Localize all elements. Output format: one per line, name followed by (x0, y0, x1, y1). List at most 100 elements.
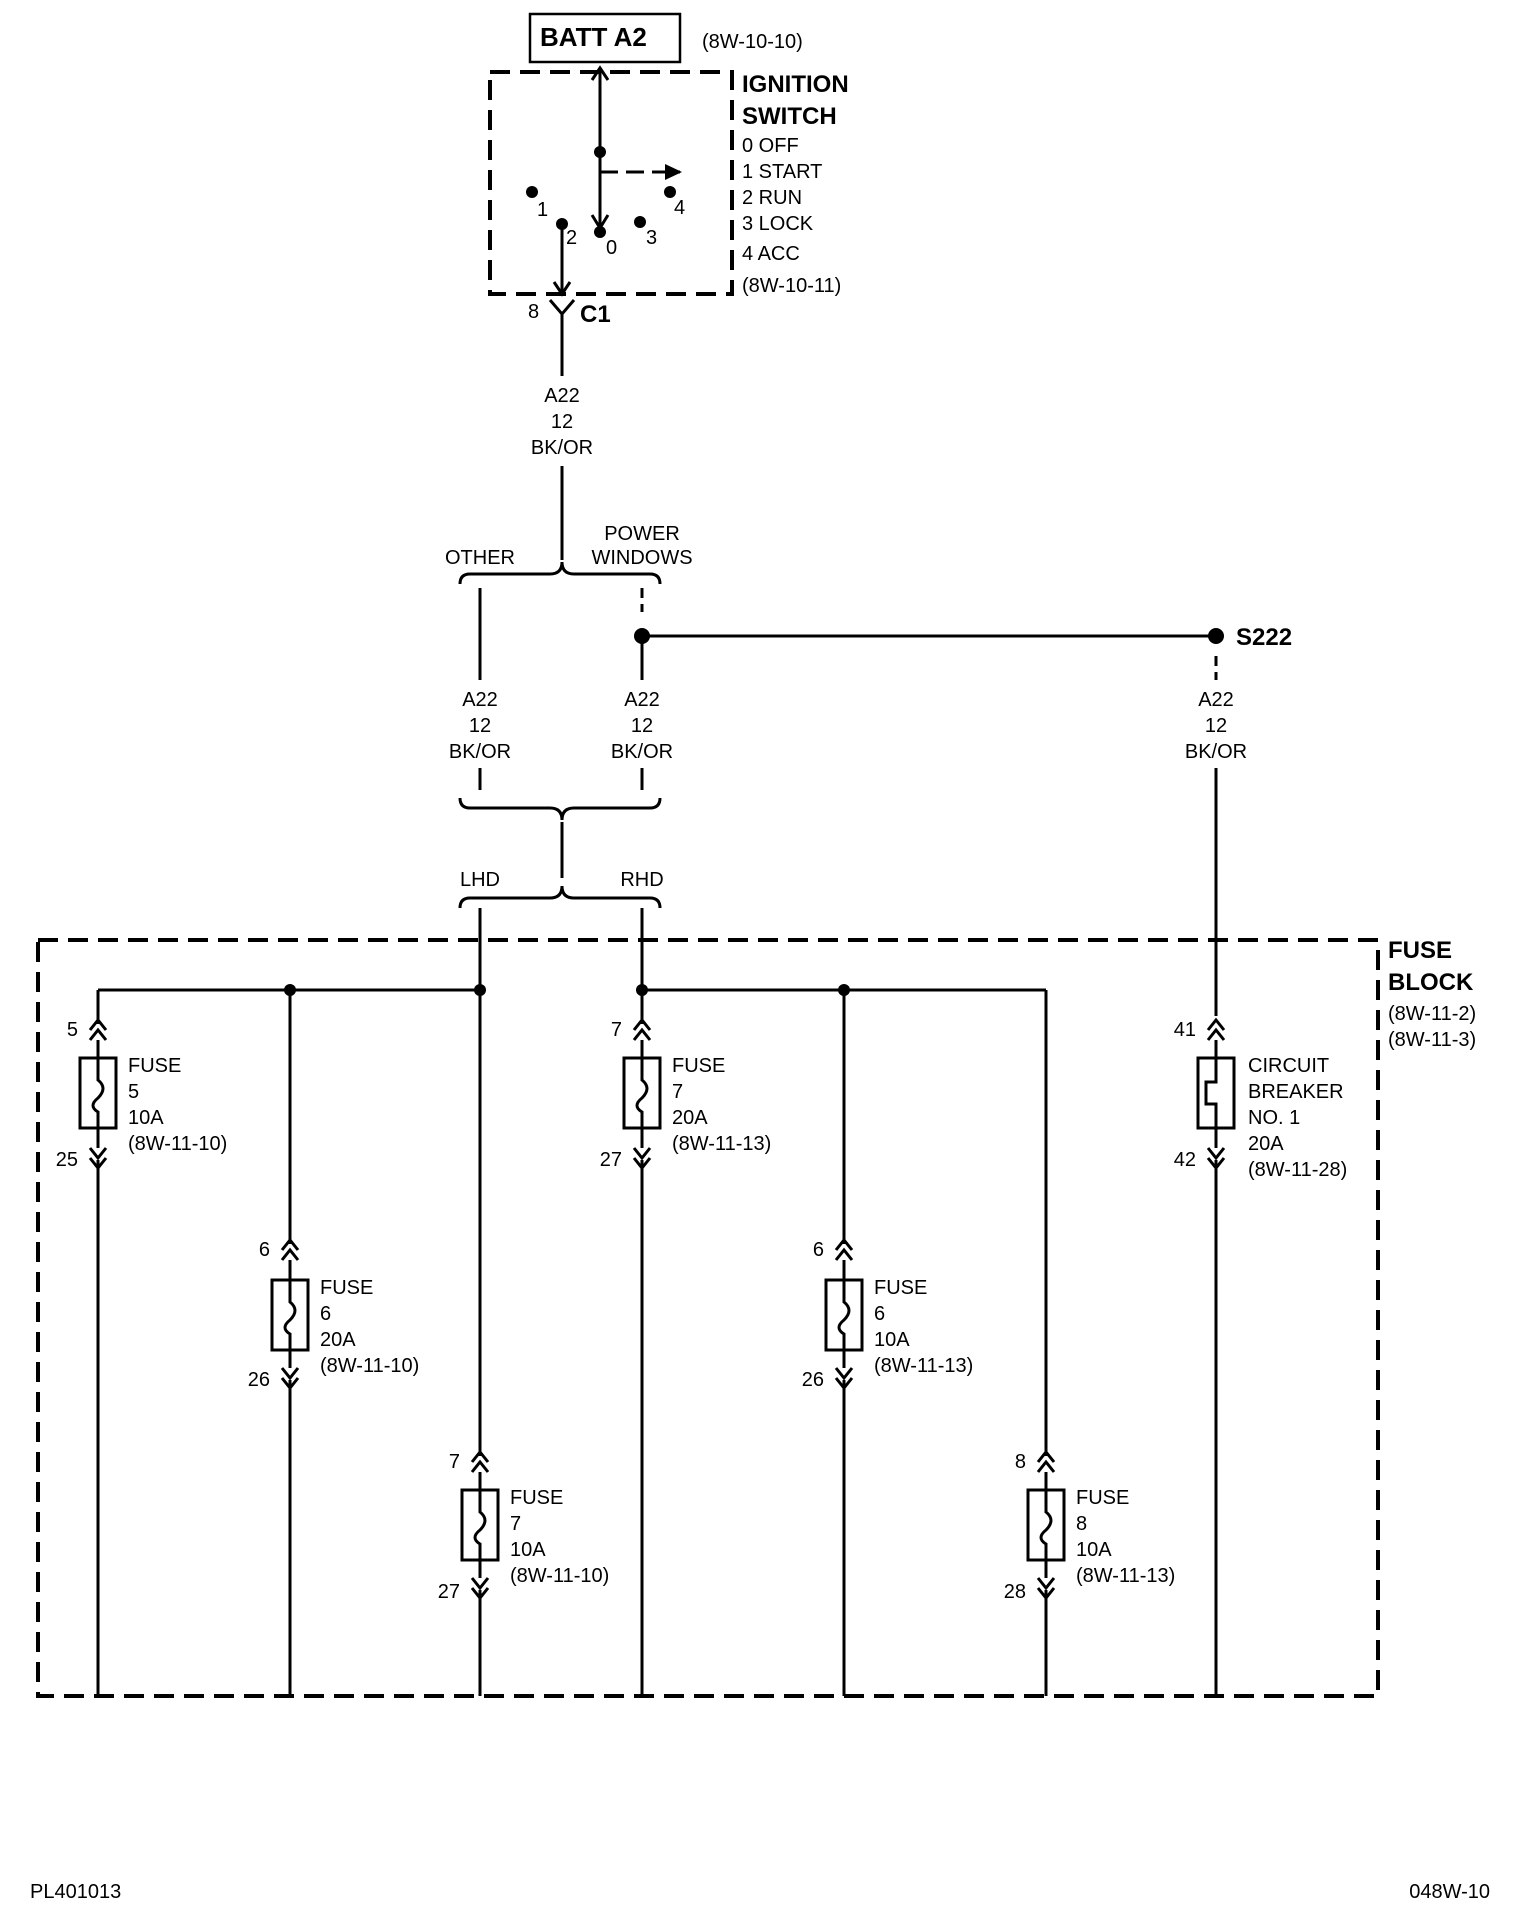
fuse-5-lhd (78, 990, 118, 1696)
breaker-in-pin: 41 (1174, 1019, 1196, 1041)
contact-4-dot (664, 186, 676, 198)
s222-wire-gauge: 12 (1205, 715, 1227, 737)
fuse-7-lhd (460, 990, 500, 1696)
lhd-label: LHD (460, 869, 500, 891)
ignition-title-1: IGNITION (742, 71, 849, 98)
fuse-5-l1: FUSE (128, 1055, 181, 1077)
ignition-pos-0: 0 OFF (742, 135, 799, 157)
batt-label: BATT A2 (540, 22, 647, 52)
circuit-breaker-1 (1196, 1017, 1236, 1696)
breaker-l5: (8W-11-28) (1248, 1159, 1347, 1181)
fuse-6-rhd (824, 990, 864, 1696)
contact-3-label: 3 (646, 227, 657, 249)
breaker-l2: BREAKER (1248, 1081, 1344, 1103)
ignition-title-2: SWITCH (742, 103, 837, 130)
rhd-label: RHD (620, 869, 663, 891)
fuse-5-in-pin: 5 (67, 1019, 78, 1041)
fuse-7-rhd (622, 990, 662, 1696)
s222-label: S222 (1236, 624, 1292, 651)
s222-dot (1208, 628, 1224, 644)
batt-ref: (8W-10-10) (702, 31, 803, 53)
fuse-8-rhd-l2: 8 (1076, 1513, 1087, 1535)
fuse-6-lhd-l3: 20A (320, 1329, 356, 1351)
ignition-switch-box (488, 70, 734, 296)
pw-wire-code: A22 (624, 689, 660, 711)
fuse-6-rhd-out-pin: 26 (802, 1369, 824, 1391)
other-wire-code: A22 (462, 689, 498, 711)
fuse-7-rhd-l4: (8W-11-13) (672, 1133, 771, 1155)
fuse-6-rhd-l1: FUSE (874, 1277, 927, 1299)
main-wire-gauge: 12 (551, 411, 573, 433)
rotor-pivot-dot (594, 146, 606, 158)
ignition-pos-2: 2 RUN (742, 187, 802, 209)
ignition-pos-3: 3 LOCK (742, 213, 814, 235)
fuse-5-l3: 10A (128, 1107, 164, 1129)
fuse-7-rhd-l3: 20A (672, 1107, 708, 1129)
fuse-8-rhd-l1: FUSE (1076, 1487, 1129, 1509)
contact-2-label: 2 (566, 227, 577, 249)
other-wire-color: BK/OR (449, 741, 511, 763)
fuse-8-rhd-l3: 10A (1076, 1539, 1112, 1561)
fuse-7-lhd-l2: 7 (510, 1513, 521, 1535)
switch-output-arrow (552, 281, 572, 297)
s222-wire-code: A22 (1198, 689, 1234, 711)
c1-pin: 8 (528, 301, 539, 323)
fuse-6-lhd-l1: FUSE (320, 1277, 373, 1299)
fuse-6-lhd-in-pin: 6 (259, 1239, 270, 1261)
footer-right-code: 048W-10 (1409, 1881, 1490, 1903)
fuse-7-lhd-in-pin: 7 (449, 1451, 460, 1473)
c1-connector-symbol (548, 299, 576, 317)
branch-pw-label-1: POWER (604, 523, 680, 545)
fuse-7-rhd-l2: 7 (672, 1081, 683, 1103)
fuse-7-rhd-l1: FUSE (672, 1055, 725, 1077)
main-wire-code: A22 (544, 385, 580, 407)
fuse-6-lhd-out-pin: 26 (248, 1369, 270, 1391)
fuse-5-l2: 5 (128, 1081, 139, 1103)
fuse-6-rhd-l4: (8W-11-13) (874, 1355, 973, 1377)
fuse-block-box (36, 938, 1380, 1698)
fuse-6-lhd-l2: 6 (320, 1303, 331, 1325)
main-wire-color: BK/OR (531, 437, 593, 459)
fuse-8-rhd (1026, 990, 1066, 1696)
fuse-5-out-pin: 25 (56, 1149, 78, 1171)
contact-3-dot (634, 216, 646, 228)
fuse-7-lhd-out-pin: 27 (438, 1581, 460, 1603)
breaker-l3: NO. 1 (1248, 1107, 1300, 1129)
c1-name: C1 (580, 301, 611, 328)
ignition-ref: (8W-10-11) (742, 275, 841, 297)
fuse-7-lhd-l1: FUSE (510, 1487, 563, 1509)
contact-0-dot (594, 226, 606, 238)
breaker-l1: CIRCUIT (1248, 1055, 1329, 1077)
contact-0-label: 0 (606, 237, 617, 259)
ignition-pos-4: 4 ACC (742, 243, 800, 265)
fuse-8-rhd-l4: (8W-11-13) (1076, 1565, 1175, 1587)
footer-left-code: PL401013 (30, 1881, 121, 1903)
fuse-5-l4: (8W-11-10) (128, 1133, 227, 1155)
fuse-6-rhd-in-pin: 6 (813, 1239, 824, 1261)
branch-pw-label-2: WINDOWS (591, 547, 692, 569)
fuse-6-lhd-l4: (8W-11-10) (320, 1355, 419, 1377)
breaker-l4: 20A (1248, 1133, 1284, 1155)
fuse-block-ref-2: (8W-11-3) (1388, 1029, 1476, 1051)
batt-box (528, 12, 682, 64)
rotor-right-arrowhead (665, 164, 682, 180)
fuse-8-rhd-in-pin: 8 (1015, 1451, 1026, 1473)
fuse-block-title-1: FUSE (1388, 937, 1452, 964)
breaker-out-pin: 42 (1174, 1149, 1196, 1171)
branch1-bracket (458, 561, 662, 585)
fuse-block-ref-1: (8W-11-2) (1388, 1003, 1476, 1025)
fuse-7-rhd-out-pin: 27 (600, 1149, 622, 1171)
fuse-6-rhd-l3: 10A (874, 1329, 910, 1351)
fuse-6-rhd-l2: 6 (874, 1303, 885, 1325)
fuse-block-title-2: BLOCK (1388, 969, 1474, 996)
rotor-arrow-up (590, 65, 610, 81)
contact-4-label: 4 (674, 197, 685, 219)
other-wire-gauge: 12 (469, 715, 491, 737)
fuse-6-lhd (270, 990, 310, 1696)
ignition-pos-1: 1 START (742, 161, 822, 183)
fuse-8-rhd-out-pin: 28 (1004, 1581, 1026, 1603)
pw-wire-gauge: 12 (631, 715, 653, 737)
pw-wire-color: BK/OR (611, 741, 673, 763)
fuse-7-lhd-l4: (8W-11-10) (510, 1565, 609, 1587)
